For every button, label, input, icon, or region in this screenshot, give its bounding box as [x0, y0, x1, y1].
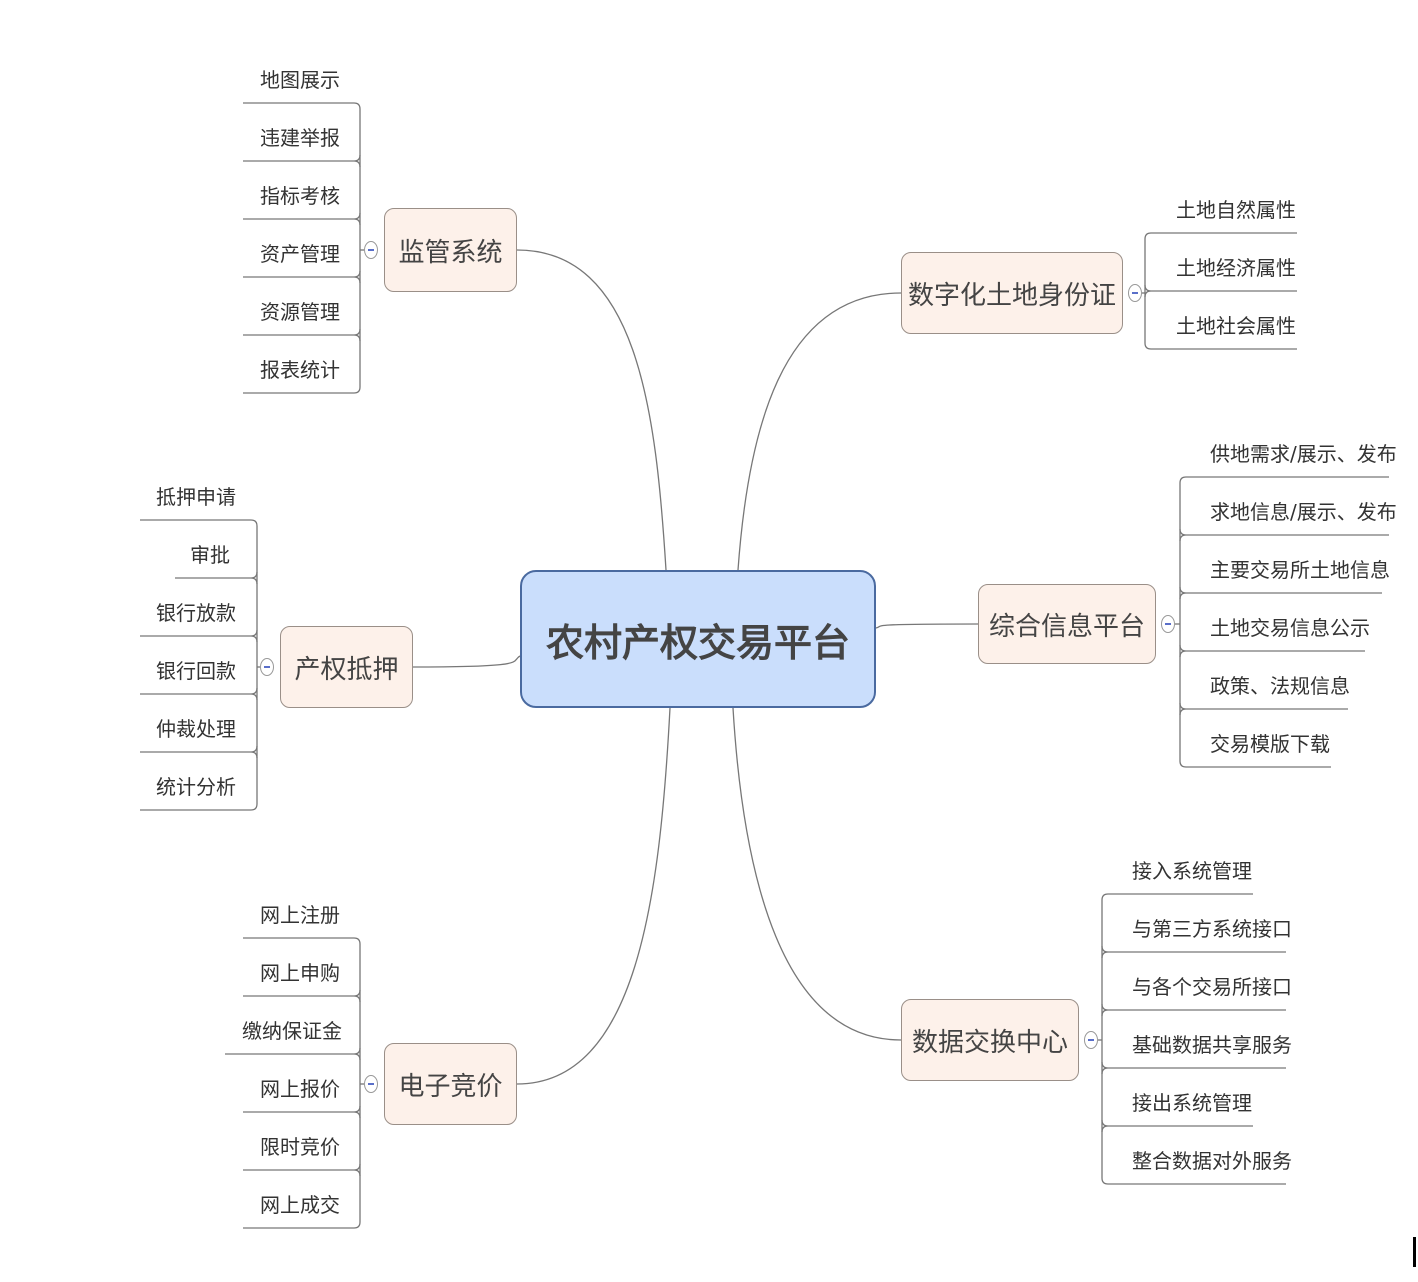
leaf-item[interactable]: 地图展示	[260, 68, 340, 92]
collapse-toggle-icon[interactable]	[260, 658, 274, 676]
branch-node-label: 产权抵押	[294, 654, 399, 685]
leaf-item[interactable]: 网上申购	[260, 961, 340, 985]
leaf-item[interactable]: 报表统计	[260, 358, 340, 382]
leaf-bracket-joint	[1101, 945, 1109, 959]
root-to-jianguan-connector	[516, 249, 667, 571]
leaf-bracket-joint	[250, 571, 258, 585]
leaf-bracket	[353, 102, 361, 394]
minus-icon	[368, 1083, 374, 1085]
leaf-bracket-joint	[1101, 1061, 1109, 1075]
leaf-bracket-joint	[1179, 528, 1187, 542]
branch-node-jianguan[interactable]: 监管系统	[384, 208, 517, 292]
minus-icon	[1088, 1039, 1094, 1041]
leaf-bracket-joint	[1179, 702, 1187, 716]
leaf-item[interactable]: 指标考核	[260, 184, 340, 208]
leaf-item[interactable]: 接入系统管理	[1132, 859, 1252, 883]
leaf-bracket-joint	[353, 212, 361, 226]
leaf-item[interactable]: 缴纳保证金	[242, 1019, 342, 1043]
leaf-bracket-joint	[353, 328, 361, 342]
minus-icon	[264, 666, 270, 668]
leaf-item[interactable]: 统计分析	[156, 775, 236, 799]
leaf-item[interactable]: 资源管理	[260, 300, 340, 324]
root-to-shenfenzheng-connector	[737, 292, 902, 571]
root-to-jingjia-connector	[516, 707, 671, 1085]
leaf-item[interactable]: 与各个交易所接口	[1132, 975, 1292, 999]
leaf-item[interactable]: 抵押申请	[156, 485, 236, 509]
root-to-xinxi-connector	[875, 623, 979, 629]
collapse-toggle-icon[interactable]	[1084, 1031, 1098, 1049]
branch-node-xinxi[interactable]: 综合信息平台	[978, 584, 1156, 664]
leaf-bracket-joint	[353, 1163, 361, 1177]
leaf-bracket-joint	[1179, 586, 1187, 600]
leaf-item[interactable]: 供地需求/展示、发布	[1210, 442, 1397, 466]
leaf-item[interactable]: 土地交易信息公示	[1210, 616, 1370, 640]
leaf-bracket-joint	[353, 1047, 361, 1061]
leaf-item[interactable]: 仲裁处理	[156, 717, 236, 741]
leaf-item[interactable]: 限时竞价	[260, 1135, 340, 1159]
leaf-bracket-joint	[250, 745, 258, 759]
leaf-item[interactable]: 网上注册	[260, 903, 340, 927]
leaf-item[interactable]: 政策、法规信息	[1210, 674, 1350, 698]
text-cursor	[1413, 1237, 1416, 1267]
leaf-bracket	[353, 937, 361, 1229]
branch-node-label: 综合信息平台	[988, 611, 1145, 642]
minus-icon	[1132, 292, 1138, 294]
leaf-bracket-joint	[1101, 1003, 1109, 1017]
root-node-label: 农村产权交易平台	[545, 620, 850, 665]
leaf-item[interactable]: 银行回款	[156, 659, 236, 683]
leaf-item[interactable]: 违建举报	[260, 126, 340, 150]
leaf-item[interactable]: 整合数据对外服务	[1132, 1149, 1292, 1173]
leaf-bracket	[250, 519, 258, 811]
collapse-toggle-icon[interactable]	[364, 1075, 378, 1093]
leaf-bracket-joint	[1179, 644, 1187, 658]
leaf-item[interactable]: 银行放款	[156, 601, 236, 625]
leaf-item[interactable]: 审批	[190, 543, 230, 567]
leaf-bracket-joint	[353, 1105, 361, 1119]
minus-icon	[1165, 623, 1171, 625]
leaf-bracket-joint	[353, 989, 361, 1003]
leaf-item[interactable]: 土地自然属性	[1176, 198, 1296, 222]
branch-node-label: 监管系统	[398, 237, 503, 268]
leaf-item[interactable]: 与第三方系统接口	[1132, 917, 1292, 941]
leaf-item[interactable]: 土地社会属性	[1176, 314, 1296, 338]
leaf-bracket	[1179, 476, 1187, 768]
leaf-bracket-joint	[353, 154, 361, 168]
branch-node-label: 数据交换中心	[911, 1027, 1068, 1058]
leaf-bracket-joint	[1101, 1119, 1109, 1133]
collapse-toggle-icon[interactable]	[1128, 284, 1142, 302]
root-to-diya-connector	[412, 655, 521, 668]
branch-node-shenfenzheng[interactable]: 数字化土地身份证	[901, 252, 1123, 334]
leaf-bracket-joint	[1144, 284, 1152, 298]
leaf-item[interactable]: 基础数据共享服务	[1132, 1033, 1292, 1057]
collapse-toggle-icon[interactable]	[364, 241, 378, 259]
branch-node-label: 电子竞价	[398, 1071, 503, 1102]
leaf-item[interactable]: 网上报价	[260, 1077, 340, 1101]
leaf-item[interactable]: 网上成交	[260, 1193, 340, 1217]
leaf-item[interactable]: 求地信息/展示、发布	[1210, 500, 1397, 524]
leaf-bracket-joint	[250, 629, 258, 643]
branch-node-label: 数字化土地身份证	[907, 280, 1116, 311]
leaf-item[interactable]: 接出系统管理	[1132, 1091, 1252, 1115]
leaf-bracket	[1144, 232, 1152, 350]
branch-node-jingjia[interactable]: 电子竞价	[384, 1043, 517, 1125]
root-node[interactable]: 农村产权交易平台	[520, 570, 876, 708]
leaf-item[interactable]: 资产管理	[260, 242, 340, 266]
collapse-toggle-icon[interactable]	[1161, 615, 1175, 633]
leaf-bracket-joint	[353, 270, 361, 284]
leaf-bracket	[1101, 893, 1109, 1185]
root-to-jiaohuan-connector	[732, 707, 902, 1041]
leaf-item[interactable]: 主要交易所土地信息	[1210, 558, 1390, 582]
branch-node-jiaohuan[interactable]: 数据交换中心	[901, 999, 1079, 1081]
leaf-item[interactable]: 土地经济属性	[1176, 256, 1296, 280]
leaf-bracket-joint	[250, 687, 258, 701]
minus-icon	[368, 249, 374, 251]
leaf-item[interactable]: 交易模版下载	[1210, 732, 1330, 756]
branch-node-diya[interactable]: 产权抵押	[280, 626, 413, 708]
